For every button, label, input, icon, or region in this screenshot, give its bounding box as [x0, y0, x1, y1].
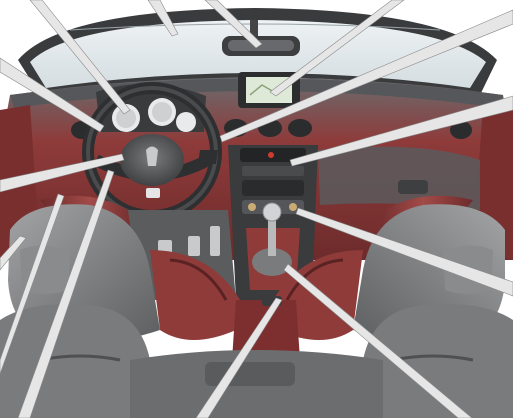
gear-lever-icon: [263, 203, 281, 221]
peugeot-lion-logo-icon: [146, 147, 158, 167]
